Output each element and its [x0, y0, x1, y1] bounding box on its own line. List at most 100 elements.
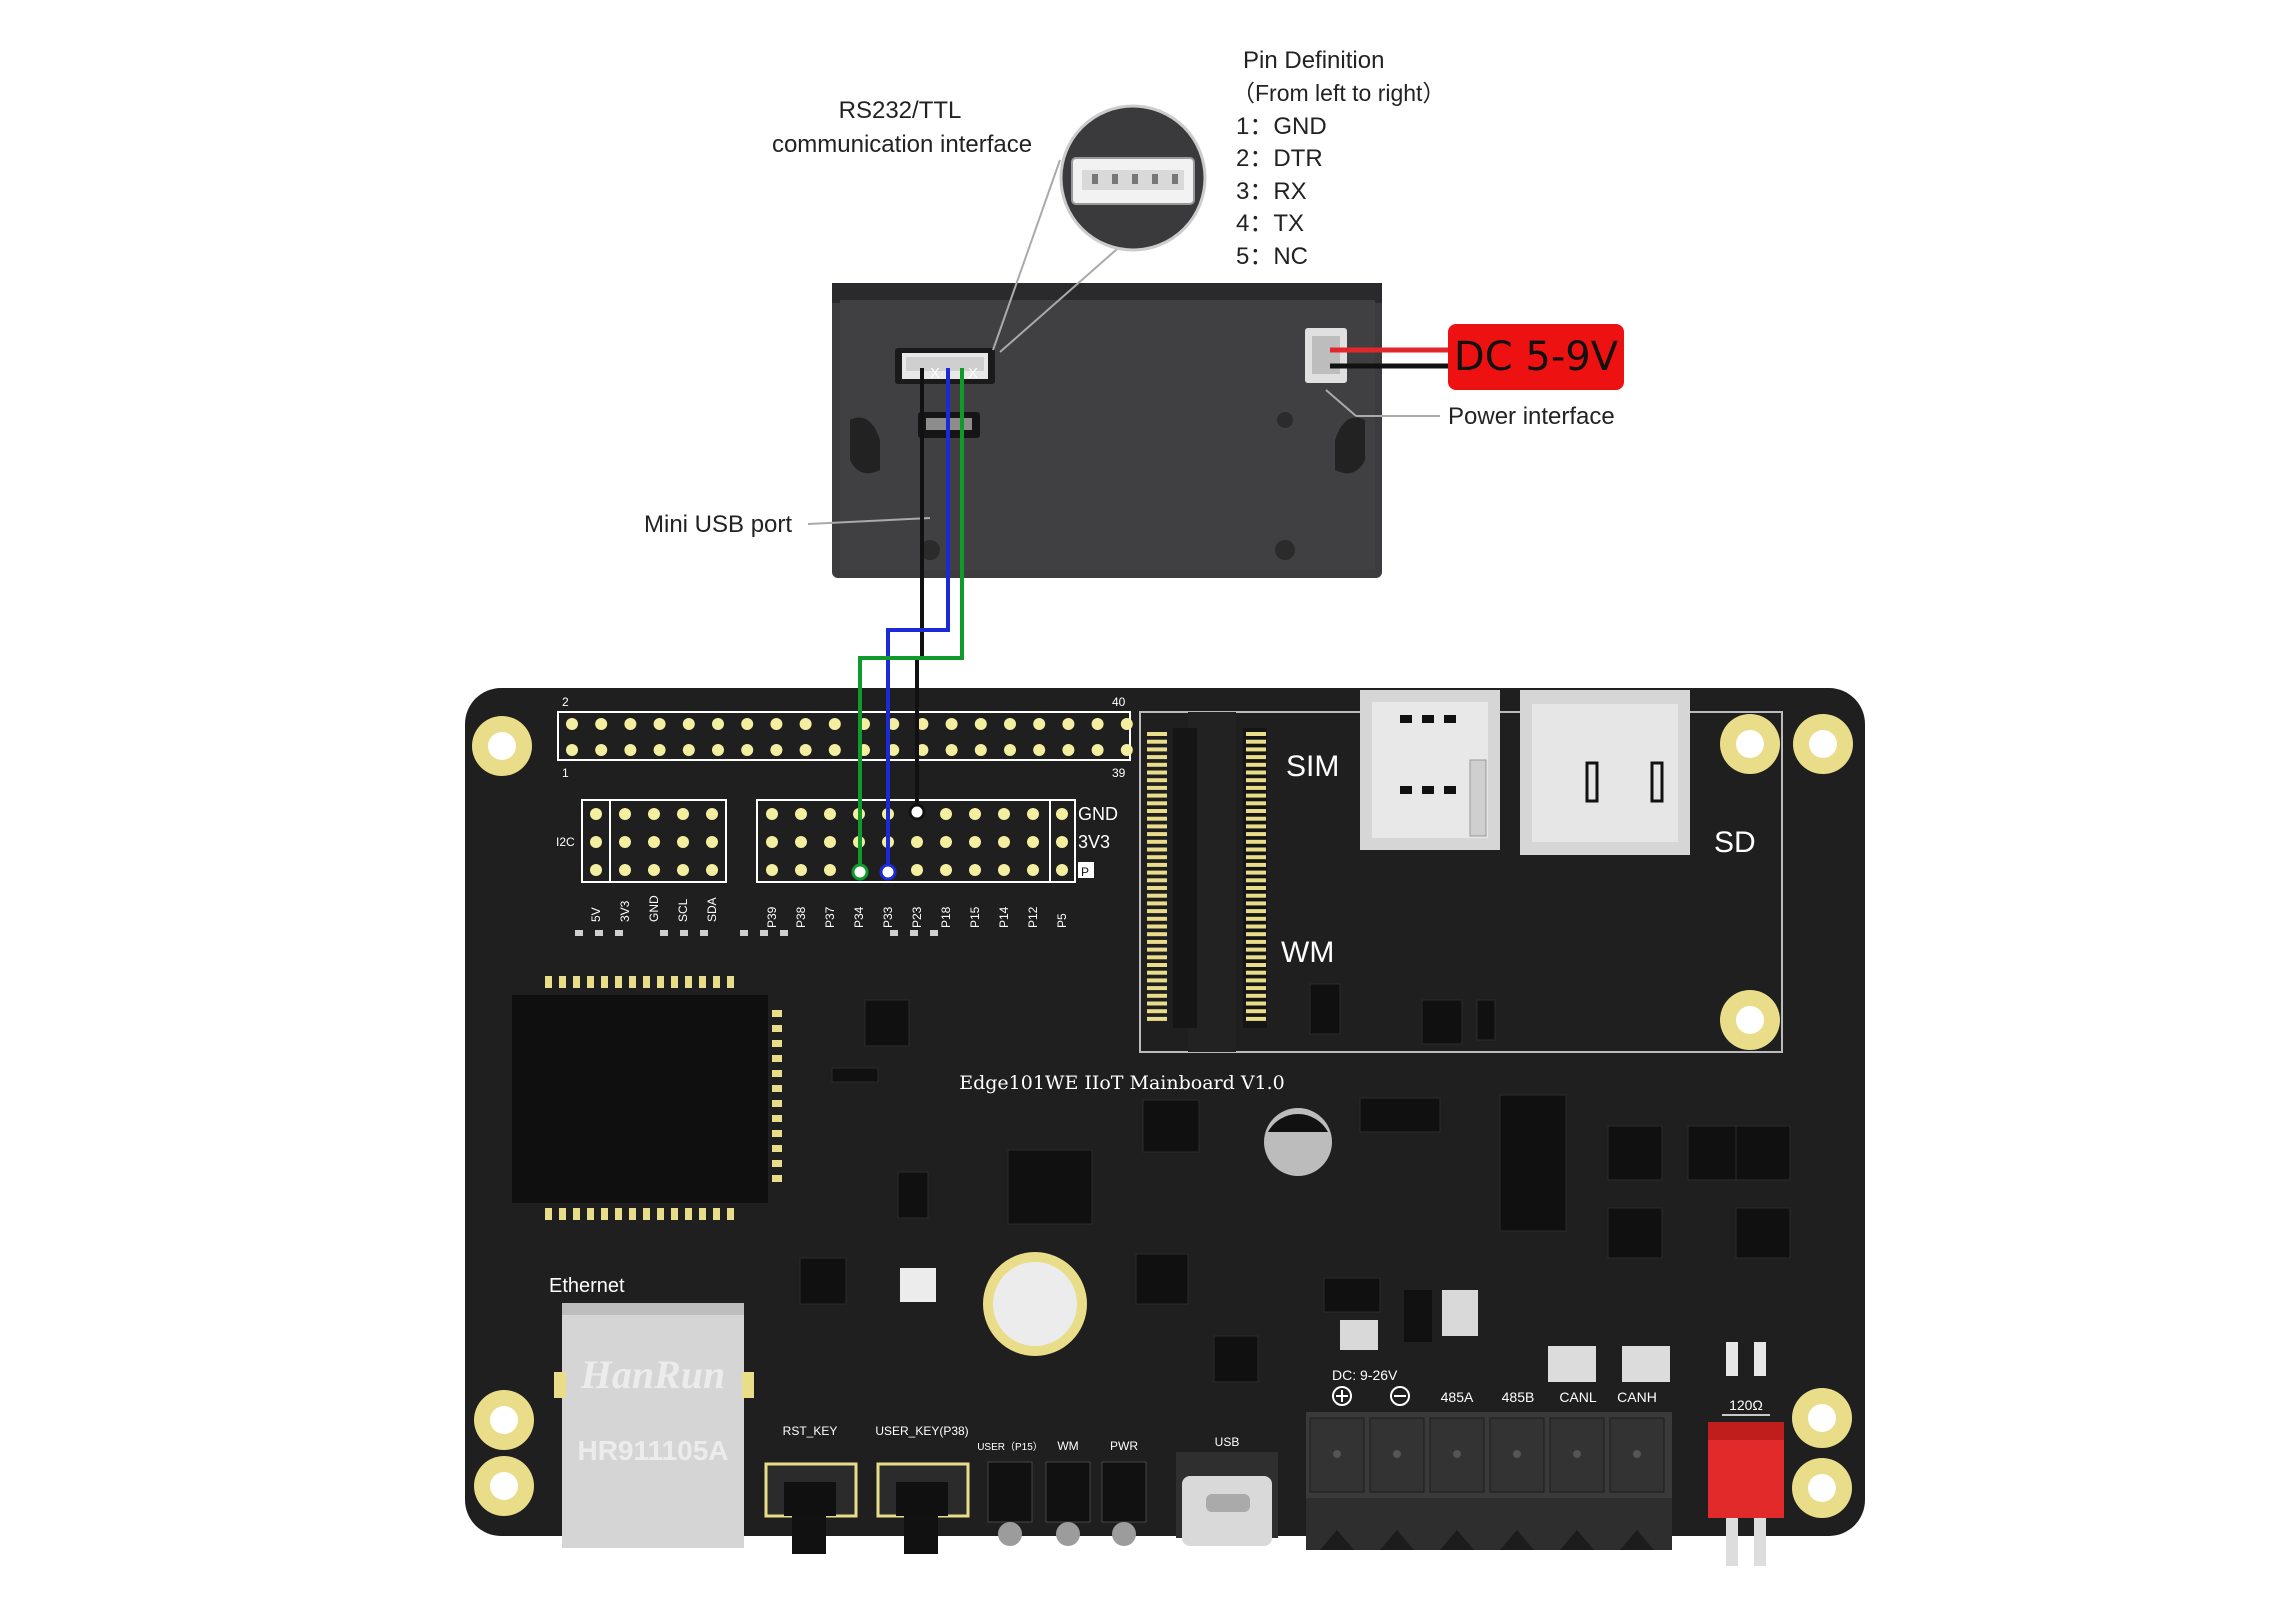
i2c-pin — [677, 808, 689, 820]
i2c-pin-label: 3V3 — [618, 900, 632, 922]
header-pin — [799, 744, 812, 756]
header-pin — [624, 744, 637, 756]
gpio-pin-label: P38 — [794, 906, 808, 928]
header-pin-40: 40 — [1112, 695, 1126, 709]
printer-module: X X RS232/TTL communication interface Pi… — [644, 47, 1624, 578]
i2c-pin — [590, 808, 602, 820]
header-pin — [566, 718, 578, 730]
header-pin — [566, 744, 578, 756]
usb-c-port[interactable] — [1176, 1452, 1278, 1546]
terminal-block[interactable] — [1306, 1412, 1672, 1550]
gpio-pin — [940, 836, 952, 848]
gpio-pin — [940, 864, 952, 876]
gpio-pin — [911, 864, 923, 876]
pin-def-4: 4：TX — [1236, 210, 1304, 237]
row-label-gnd: GND — [1078, 804, 1118, 824]
header-pin — [1004, 718, 1016, 730]
header-pin — [770, 718, 783, 730]
header-pin — [653, 718, 666, 730]
header-pin — [887, 718, 900, 730]
resistor-label: 120Ω — [1729, 1397, 1763, 1413]
dc-plus-icon — [1332, 1386, 1352, 1406]
i2c-pin — [619, 836, 631, 848]
mini-usb-label: Mini USB port — [644, 511, 792, 538]
led-pwr-label: PWR — [1110, 1439, 1138, 1453]
wire-tx-endpoint — [851, 863, 869, 881]
gpio-pin — [998, 836, 1010, 848]
wire-gnd-endpoint — [908, 803, 926, 821]
rst-key-label: RST_KEY — [783, 1424, 838, 1438]
terminal-label-485a: 485A — [1441, 1389, 1474, 1405]
wires — [858, 368, 964, 872]
i2c-label: I2C — [556, 835, 575, 849]
header-pin — [682, 718, 695, 730]
gpio-pin — [998, 808, 1010, 820]
header-pin — [799, 718, 812, 730]
i2c-pin-label: SCL — [676, 898, 690, 922]
gpio-pin — [1027, 864, 1039, 876]
header-pin — [682, 744, 695, 756]
sd-label: SD — [1714, 826, 1756, 859]
gpio-pin-label: P5 — [1055, 913, 1069, 928]
header-pin — [1091, 744, 1104, 756]
gpio-pin — [911, 836, 923, 848]
jack-model: HR911105A — [577, 1435, 728, 1466]
ethernet-jack: HanRun HR911105A — [554, 1303, 754, 1548]
i2c-pin-label: 5V — [589, 907, 603, 922]
i2c-pin — [619, 864, 631, 876]
mainboard-name: Edge101WE IIoT Mainboard V1.0 — [959, 1072, 1285, 1094]
gpio-pin — [969, 808, 981, 820]
header-pin — [828, 744, 841, 756]
pin-def-1: 1：GND — [1236, 113, 1327, 140]
header-pin — [1120, 744, 1133, 756]
header-pin — [741, 718, 754, 730]
user-key-button[interactable] — [876, 1462, 970, 1554]
i2c-pin — [706, 808, 718, 820]
header-pin-39: 39 — [1112, 766, 1126, 780]
header-pin — [595, 718, 608, 730]
pin-x-left: X — [930, 365, 940, 382]
header-pin — [1062, 744, 1075, 756]
pin-def-subtitle: （From left to right） — [1232, 80, 1445, 106]
gpio-pin — [824, 836, 836, 848]
led-user — [987, 1461, 1033, 1546]
header-pin — [828, 718, 841, 730]
row-label-p: P — [1081, 865, 1089, 879]
wm-label: WM — [1281, 936, 1334, 969]
i2c-pin-label: SDA — [705, 897, 719, 922]
gpio-pin — [998, 864, 1010, 876]
terminal-label-canl: CANL — [1559, 1389, 1597, 1405]
pin-def-3: 3：RX — [1236, 178, 1307, 205]
i2c-pin — [590, 836, 602, 848]
dc-label: DC: 9-26V — [1332, 1367, 1398, 1383]
gpio-pin-label: P33 — [881, 906, 895, 928]
esp32-module — [512, 976, 782, 1220]
header-pin — [1033, 744, 1046, 756]
gpio-pin — [795, 864, 807, 876]
i2c-pin — [648, 864, 660, 876]
i2c-pin — [590, 864, 602, 876]
gpio-pin-label: P12 — [1026, 906, 1040, 928]
gpio-pin — [766, 836, 778, 848]
termination-jumper[interactable] — [1708, 1422, 1784, 1566]
gpio-pin — [969, 836, 981, 848]
rst-key-button[interactable] — [764, 1462, 858, 1554]
power-interface-label: Power interface — [1448, 403, 1615, 430]
chips — [799, 983, 1791, 1383]
header-pin — [1091, 718, 1104, 730]
gpio-pin-label: P18 — [939, 906, 953, 928]
header-pin — [624, 718, 637, 730]
gpio-pin-label: P15 — [968, 906, 982, 928]
i2c-pin — [706, 836, 718, 848]
pin-x-right: X — [968, 365, 978, 382]
wire-rx — [886, 368, 950, 872]
gpio-pin-label: P39 — [765, 906, 779, 928]
header-pin — [653, 744, 666, 756]
header-pin — [712, 718, 724, 730]
header-pin — [887, 744, 900, 756]
header-pin — [1062, 718, 1075, 730]
sim-label: SIM — [1286, 750, 1339, 783]
gpio-pin-label: P23 — [910, 906, 924, 928]
